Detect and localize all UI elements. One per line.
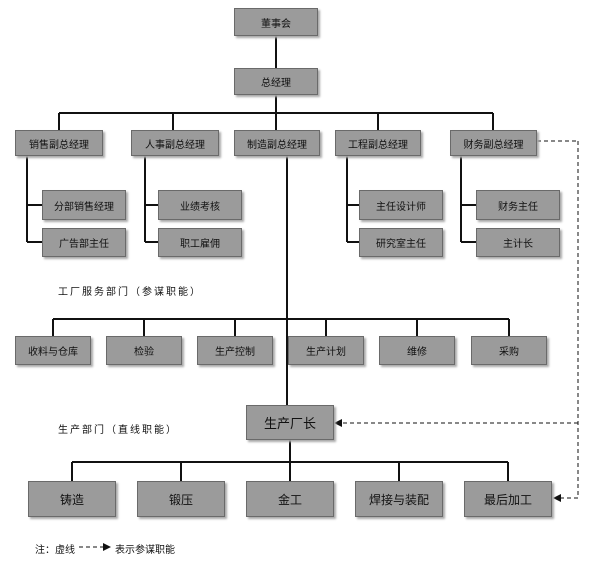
legend-note: 注：虚线 表示参谋职能 (35, 541, 175, 556)
service-purchasing: 采购 (471, 336, 547, 365)
sub-sales-branch-manager: 分部销售经理 (42, 190, 126, 220)
vp-manufacturing-box: 制造副总经理 (234, 130, 320, 156)
dashed-staff-connectors (340, 140, 579, 499)
sub-employee-hiring: 职工雇佣 (158, 228, 242, 257)
sub-chief-designer: 主任设计师 (359, 190, 443, 220)
service-departments-caption: 工厂服务部门（参谋职能） (58, 287, 202, 298)
sub-research-director: 研究室主任 (359, 228, 443, 257)
service-maintenance: 维修 (379, 336, 455, 365)
dashed-arrowheads (334, 419, 561, 502)
board-box: 董事会 (234, 8, 318, 36)
production-final-processing: 最后加工 (464, 481, 552, 517)
vp-engineering-box: 工程副总经理 (335, 130, 421, 156)
production-casting: 铸造 (28, 481, 116, 517)
service-production-planning: 生产计划 (288, 336, 364, 365)
production-machining: 金工 (246, 481, 334, 517)
production-departments-caption: 生产部门（直线职能） (58, 425, 178, 436)
production-welding-assembly: 焊接与装配 (355, 481, 443, 517)
service-receiving-warehouse: 收料与仓库 (15, 336, 91, 365)
plant-manager-box: 生产厂长 (246, 405, 334, 440)
sub-advertising-director: 广告部主任 (42, 228, 126, 257)
vp-sales-box: 销售副总经理 (15, 130, 103, 156)
service-production-control: 生产控制 (197, 336, 273, 365)
sub-finance-director: 财务主任 (476, 190, 560, 220)
legend-note-prefix: 注：虚线 (35, 545, 75, 556)
solid-connectors (26, 36, 510, 481)
vp-hr-box: 人事副总经理 (131, 130, 219, 156)
general-manager-box: 总经理 (234, 68, 318, 95)
legend-note-suffix: 表示参谋职能 (115, 545, 175, 556)
production-forging: 锻压 (137, 481, 225, 517)
vp-finance-box: 财务副总经理 (450, 130, 537, 156)
sub-performance-review: 业绩考核 (158, 190, 242, 220)
sub-controller: 主计长 (476, 228, 560, 257)
service-inspection: 检验 (106, 336, 182, 365)
dashed-arrow-icon (78, 542, 112, 555)
